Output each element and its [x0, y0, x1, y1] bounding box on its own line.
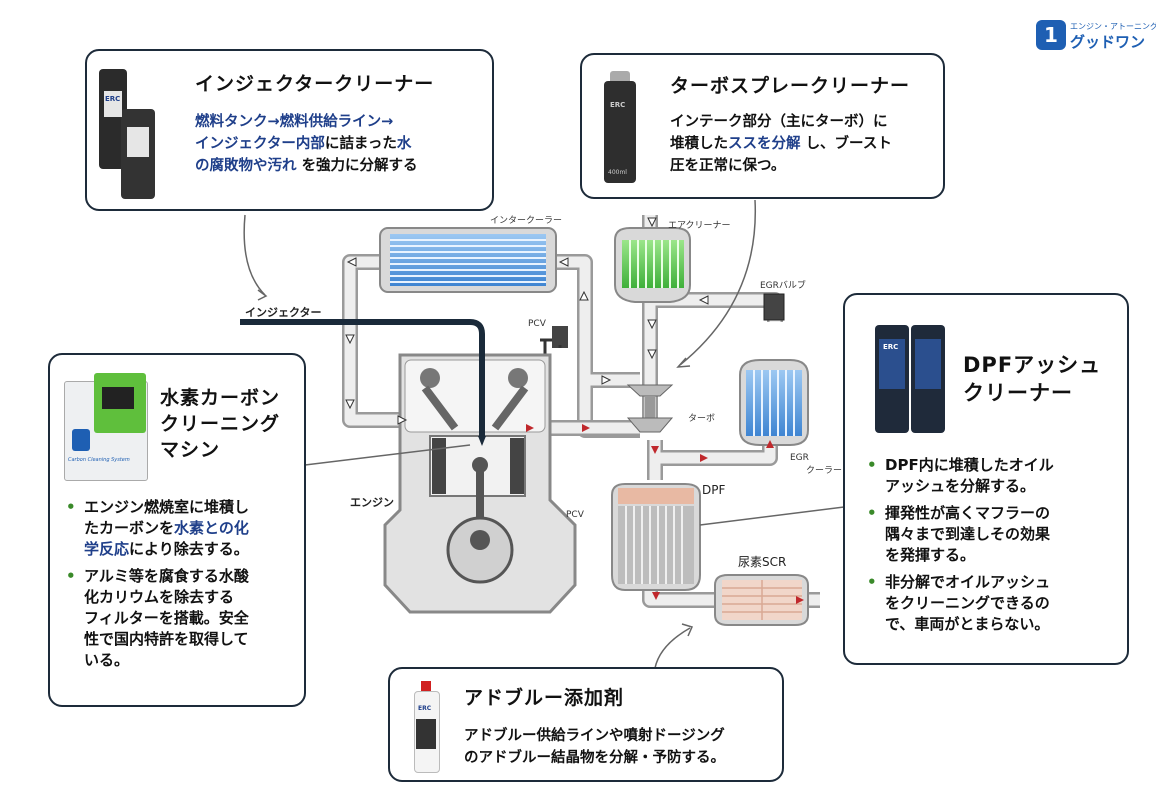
hydrogen-b1-2a: たカーボンを — [84, 519, 175, 537]
turbo-desc-2c: し、ブースト — [805, 136, 892, 152]
air-cleaner — [614, 227, 691, 303]
hydrogen-title-1: 水素カーボン — [160, 387, 281, 409]
injector-cleaner-desc: 燃料タンク→燃料供給ライン→ インジェクター内部に詰まった水 の腐敗物や汚れ を… — [195, 111, 485, 177]
turbo-cleaner-desc: インテーク部分（主にターボ）に 堆積したススを分解 し、ブースト 圧を正常に保つ… — [670, 111, 940, 177]
hydrogen-b1-2b: 水素との化 — [174, 519, 249, 537]
label-pcv-side: PCV — [566, 510, 585, 520]
label-egr-cooler-2: クーラー — [806, 465, 842, 476]
logo-name: グッドワン — [1070, 33, 1146, 51]
label-turbo: ターボ — [688, 413, 715, 424]
hydrogen-b1-3a: 学反応 — [84, 540, 130, 558]
engine — [383, 353, 577, 614]
hydrogen-bullet-1: • エンジン燃焼室に堆積し たカーボンを水素との化 学反応により除去する。 — [64, 497, 299, 560]
injector-cleaner-title: インジェクタークリーナー — [195, 73, 435, 95]
adblue-desc: アドブルー供給ラインや噴射ドージング のアドブルー結晶物を分解・予防する。 — [464, 725, 774, 769]
dpf-title-1: DPFアッシュ — [963, 353, 1102, 377]
brand-logo: 1 エンジン・アトーニング グッドワン — [1036, 20, 1156, 52]
label-injector: インジェクター — [245, 306, 322, 319]
injector-cleaner-box: ERC インジェクタークリーナー 燃料タンク→燃料供給ライン→ インジェクター内… — [85, 49, 494, 211]
label-intercooler: インタークーラー — [490, 215, 562, 226]
hydrogen-b2-3: フィルターを搭載。安全 — [84, 609, 249, 627]
intercooler — [379, 227, 557, 293]
egr-valve — [763, 293, 785, 321]
dpf-title-2: クリーナー — [963, 381, 1073, 405]
hydrogen-machine-box: Carbon Cleaning System 水素カーボン クリーニング マシン… — [48, 353, 306, 707]
turbo-desc-2b: ススを分解 — [728, 136, 801, 152]
adblue-desc-2: のアドブルー結晶物を分解・予防する。 — [464, 750, 725, 766]
callout-arrows — [243, 199, 861, 669]
dpf-cleaner-box: ERC DPFアッシュ クリーナー • DPF内に堆積したオイル アッシュを分解… — [843, 293, 1129, 665]
injector-desc-2c: 水 — [396, 136, 412, 152]
hydrogen-machine-bullets: • エンジン燃焼室に堆積し たカーボンを水素との化 学反応により除去する。 • … — [64, 497, 299, 677]
label-air-cleaner: エアクリーナー — [668, 220, 731, 231]
urea-scr — [714, 574, 809, 626]
adblue-title: アドブルー添加剤 — [464, 687, 625, 709]
hydrogen-b2-5: いる。 — [84, 651, 130, 669]
egr-cooler — [739, 359, 809, 446]
hydrogen-b1-3b: により除去する。 — [129, 540, 249, 558]
injector-desc-2a: インジェクター内部 — [195, 136, 325, 152]
label-pcv-top: PCV — [528, 319, 547, 329]
turbo-desc-3: 圧を正常に保つ。 — [670, 158, 786, 174]
dpf-cleaner-title: DPFアッシュ クリーナー — [963, 351, 1101, 407]
dpf-b1-2: アッシュを分解する。 — [885, 477, 1036, 495]
dpf-cleaner-bullets: • DPF内に堆積したオイル アッシュを分解する。 • 揮発性が高くマフラーの … — [865, 455, 1121, 641]
turbo — [626, 384, 674, 433]
turbo-cleaner-box: ERC 400ml ターボスプレークリーナー インテーク部分（主にターボ）に 堆… — [580, 53, 945, 199]
dpf-bullet-1: • DPF内に堆積したオイル アッシュを分解する。 — [865, 455, 1121, 497]
hydrogen-machine-label: Carbon Cleaning System — [68, 457, 130, 463]
dpf-product-brand: ERC — [883, 343, 899, 351]
label-egr-cooler-1: EGR — [790, 453, 809, 463]
label-engine: エンジン — [350, 496, 394, 509]
hydrogen-title-3: マシン — [160, 439, 221, 461]
adblue-product-brand: ERC — [418, 705, 432, 712]
injector-product-brand: ERC — [105, 95, 121, 103]
dpf-b3-1: 非分解でオイルアッシュ — [885, 573, 1051, 591]
adblue-additive-box: ERC アドブルー添加剤 アドブルー供給ラインや噴射ドージング のアドブルー結晶… — [388, 667, 784, 782]
dpf-b2-2: 隅々まで到達しその効果 — [885, 525, 1051, 543]
adblue-desc-1: アドブルー供給ラインや噴射ドージング — [464, 728, 725, 744]
dpf-b3-3: で、車両がとまらない。 — [885, 615, 1050, 633]
turbo-product-volume: 400ml — [608, 169, 627, 176]
hydrogen-machine-title: 水素カーボン クリーニング マシン — [160, 385, 280, 463]
injector-cleaner-bottles: ERC — [99, 65, 157, 199]
dpf-b3-2: をクリーニングできるの — [885, 594, 1050, 612]
turbo-product-brand: ERC — [610, 101, 626, 109]
dpf-bullet-2: • 揮発性が高くマフラーの 隅々まで到達しその効果 を発揮する。 — [865, 503, 1121, 566]
flow-arrows — [345, 217, 804, 604]
hydrogen-b2-4: 性で国内特許を取得して — [84, 630, 249, 648]
injector-desc-3a: の腐敗物や汚れ — [195, 158, 297, 174]
dpf-cleaner-bottles: ERC — [875, 321, 947, 433]
dpf-bullet-3: • 非分解でオイルアッシュ をクリーニングできるの で、車両がとまらない。 — [865, 572, 1121, 635]
hydrogen-title-2: クリーニング — [160, 413, 281, 435]
label-egr-valve: EGRバルブ — [760, 279, 806, 291]
logo-icon: 1 — [1036, 20, 1066, 50]
dpf — [611, 483, 701, 591]
dpf-b2-3: を発揮する。 — [885, 546, 976, 564]
turbo-desc-1: インテーク部分（主にターボ）に — [670, 114, 888, 130]
label-scr: 尿素SCR — [738, 555, 786, 569]
injector-desc-3b: を強力に分解する — [301, 158, 418, 174]
logo-tagline: エンジン・アトーニング — [1070, 22, 1156, 31]
hydrogen-b2-1: アルミ等を腐食する水酸 — [84, 567, 249, 585]
hydrogen-machine-image: Carbon Cleaning System — [64, 373, 148, 481]
adblue-bottle: ERC — [412, 681, 440, 773]
dpf-b2-1: 揮発性が高くマフラーの — [885, 504, 1051, 522]
hydrogen-b2-2: 化カリウムを除去する — [84, 588, 235, 606]
turbo-desc-2a: 堆積した — [670, 136, 728, 152]
injector-desc-2b: に詰まった — [324, 136, 397, 152]
label-dpf: DPF — [702, 483, 725, 497]
injector-line — [240, 319, 485, 436]
hydrogen-bullet-2: • アルミ等を腐食する水酸 化カリウムを除去する フィルターを搭載。安全 性で国… — [64, 566, 299, 671]
turbo-spray-can: ERC 400ml — [604, 71, 636, 183]
pcv-valve — [552, 326, 568, 348]
hydrogen-b1-1: エンジン燃焼室に堆積し — [84, 498, 250, 516]
turbo-cleaner-title: ターボスプレークリーナー — [670, 75, 911, 97]
dpf-b1-1: DPF内に堆積したオイル — [885, 456, 1054, 474]
injector-desc-1: 燃料タンク→燃料供給ライン→ — [195, 114, 394, 130]
